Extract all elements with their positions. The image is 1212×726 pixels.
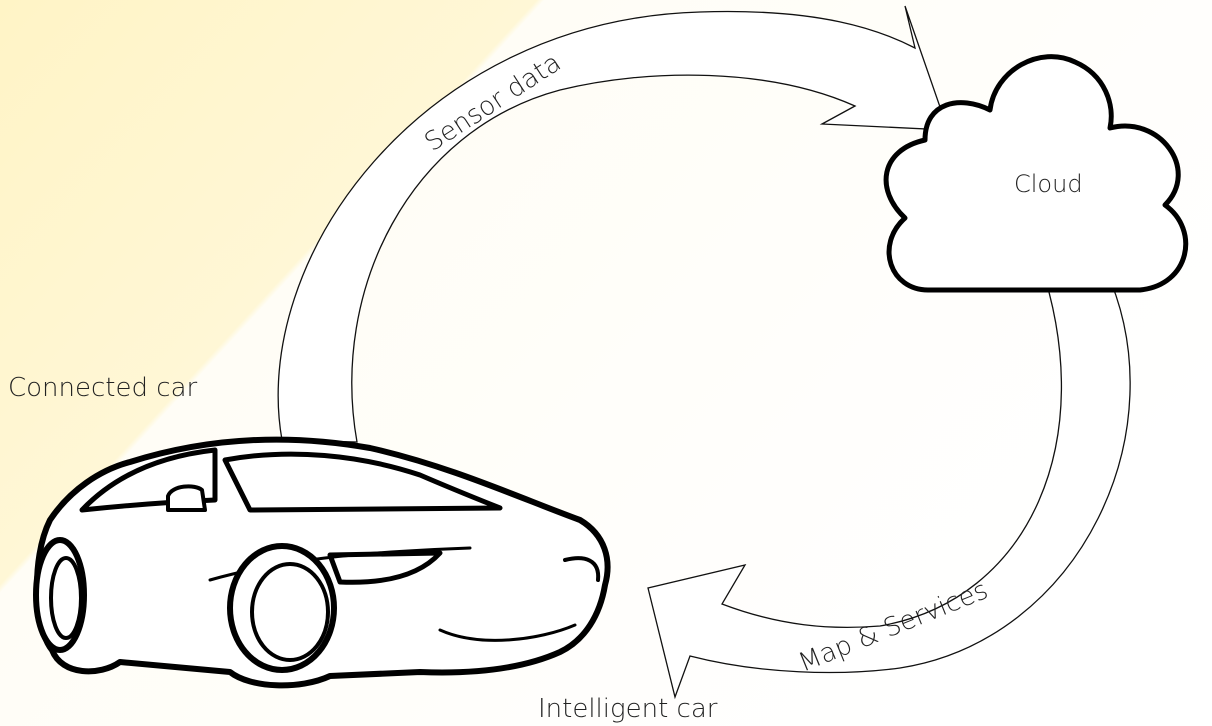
cloud-icon bbox=[883, 54, 1189, 293]
sensor-data-arrow bbox=[277, 5, 949, 443]
car-icon bbox=[33, 436, 611, 689]
cloud-label: Cloud bbox=[1014, 170, 1083, 198]
intelligent-car-label: Intelligent car bbox=[538, 694, 718, 724]
connected-car-label: Connected car bbox=[8, 373, 197, 403]
map-services-arrow bbox=[647, 261, 1131, 700]
